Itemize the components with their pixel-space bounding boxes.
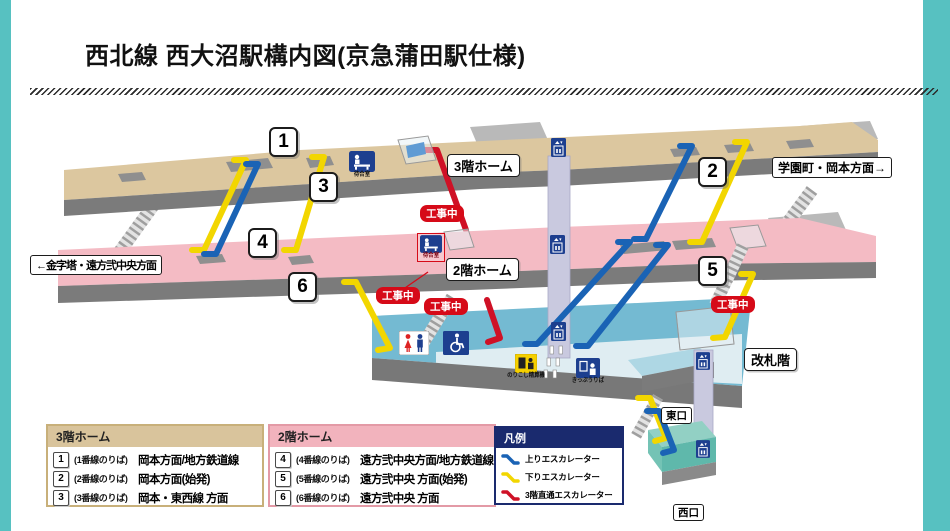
construction-badge-3: 工事中	[424, 298, 468, 315]
row-destination: 遠方弐中央 方面	[360, 492, 440, 505]
wheelchair-icon	[443, 331, 469, 355]
glass-box-2f-center	[443, 228, 475, 251]
row-destination: 遠方弐中央方面/地方鉄道線	[360, 454, 494, 467]
row-track: (5番線のりば)	[296, 474, 350, 484]
elevator-icon	[551, 322, 566, 341]
exit-label-west: 西口	[673, 504, 704, 521]
platform-badge-5: 5	[698, 256, 727, 286]
row-destination: 岡本方面/地方鉄道線	[138, 454, 239, 467]
stairs-3f-right	[771, 186, 818, 241]
floor-label-gate: 改札階	[744, 348, 798, 371]
right-border-bar	[923, 0, 950, 531]
fare-adjustment-machine: のりこし精算機	[505, 354, 547, 380]
info-box-floor3-header: 3階ホーム	[48, 426, 262, 447]
row-badge: 5	[275, 470, 291, 487]
stairs-east-exit	[631, 394, 663, 439]
up-escalator-icon	[501, 453, 520, 465]
accessible-restroom	[443, 331, 469, 355]
row-badge: 1	[53, 451, 69, 468]
legend-header: 凡例	[496, 428, 622, 448]
info-box-floor2-header: 2階ホーム	[270, 426, 494, 447]
waiting-room-caption: 待合室	[422, 253, 440, 259]
table-row: 3 (3番線のりば) 岡本・東西線 方面	[53, 488, 257, 507]
left-border-bar	[0, 0, 11, 531]
title-divider	[30, 88, 938, 95]
legend-label: 下りエスカレーター	[525, 472, 600, 482]
glass-box-3f	[397, 135, 437, 165]
legend-box: 凡例 上りエスカレーター 下りエスカレーター 3階直通エスカレーター	[494, 426, 624, 505]
legend-label: 上りエスカレーター	[525, 454, 600, 464]
table-row: 2 (2番線のりば) 岡本方面(始発)	[53, 469, 257, 488]
waiting-room-icon	[420, 235, 442, 253]
floor-label-2f: 2階ホーム	[446, 258, 519, 281]
ticket-office-icon	[575, 358, 600, 378]
row-destination: 岡本・東西線 方面	[138, 492, 228, 505]
row-track: (4番線のりば)	[296, 455, 350, 465]
table-row: 6 (6番線のりば) 遠方弐中央 方面	[275, 488, 489, 507]
row-destination: 遠方弐中央 方面(始発)	[360, 473, 468, 486]
escalator-up-concourse-a	[522, 239, 633, 347]
row-track: (6番線のりば)	[296, 493, 350, 503]
ticket-office-caption: きっぷうりば	[571, 378, 604, 384]
direction-label-east: 学園町・岡本方面→	[772, 157, 893, 178]
row-track: (2番線のりば)	[74, 474, 128, 484]
legend-item: 3階直通エスカレーター	[496, 486, 622, 504]
elevator-icon	[696, 440, 710, 458]
elevator-2f	[550, 235, 565, 254]
legend-item: 上りエスカレーター	[496, 450, 622, 468]
legend-label: 3階直通エスカレーター	[525, 490, 613, 500]
platform-badge-4: 4	[248, 228, 277, 258]
construction-badge-1: 工事中	[420, 205, 464, 222]
direction-label-west: ←金字塔・遠方弐中央方面	[30, 255, 162, 275]
row-badge: 3	[53, 489, 69, 506]
fare-machine-icon	[515, 354, 537, 373]
elevator-icon	[696, 352, 710, 370]
page-title: 西北線 西大沼駅構内図(京急蒲田駅仕様)	[85, 43, 526, 70]
row-destination: 岡本方面(始発)	[138, 473, 210, 486]
construction-badge-4: 工事中	[711, 296, 755, 313]
platform-badge-3: 3	[309, 172, 338, 202]
elevator-3f	[551, 138, 566, 157]
elevator-west-street	[696, 440, 710, 458]
row-track: (3番線のりば)	[74, 493, 128, 503]
legend-item: 下りエスカレーター	[496, 468, 622, 486]
table-row: 5 (5番線のりば) 遠方弐中央 方面(始発)	[275, 469, 489, 488]
back-wall-shapes	[470, 121, 878, 236]
construction-badge-2: 工事中	[376, 287, 420, 304]
info-box-floor2: 2階ホーム 4 (4番線のりば) 遠方弐中央方面/地方鉄道線 5 (5番線のりば…	[268, 424, 496, 507]
info-box-floor3: 3階ホーム 1 (1番線のりば) 岡本方面/地方鉄道線 2 (2番線のりば) 岡…	[46, 424, 264, 507]
direct-escalator-icon	[501, 489, 520, 501]
row-badge: 6	[275, 489, 291, 506]
waiting-room-3f: 待合室	[349, 151, 375, 179]
fare-adjustment-caption: のりこし精算機	[507, 373, 545, 379]
waiting-room-2f-frame: 待合室	[417, 233, 445, 262]
waiting-room-caption: 待合室	[353, 172, 371, 178]
ticket-office: きっぷうりば	[570, 358, 606, 385]
elevator-icon	[551, 138, 566, 157]
elevator-concourse	[551, 322, 566, 341]
row-badge: 4	[275, 451, 291, 468]
escalator-up-concourse-b	[573, 242, 671, 349]
escalator-down-3f-center	[281, 154, 327, 253]
table-row: 1 (1番線のりば) 岡本方面/地方鉄道線	[53, 450, 257, 469]
waiting-room-icon	[349, 151, 375, 172]
floor-label-3f: 3階ホーム	[447, 154, 520, 177]
exit-label-east: 東口	[661, 407, 692, 424]
restroom	[399, 331, 429, 355]
elevator-icon	[550, 235, 565, 254]
platform-badge-6: 6	[288, 272, 317, 302]
table-row: 4 (4番線のりば) 遠方弐中央方面/地方鉄道線	[275, 450, 494, 469]
platform-badge-1: 1	[269, 127, 298, 157]
restroom-icon	[399, 331, 429, 355]
escalator-direct-3f-lower	[484, 297, 503, 345]
escalator-down-3f-left	[189, 157, 249, 253]
row-badge: 2	[53, 470, 69, 487]
glass-box-2f-right	[729, 224, 767, 250]
platform-badge-2: 2	[698, 157, 727, 187]
elevator-east-upper	[696, 352, 710, 370]
down-escalator-icon	[501, 471, 520, 483]
stairs-3f-left	[107, 192, 166, 265]
escalator-up-3f-right	[631, 143, 695, 242]
row-track: (1番線のりば)	[74, 455, 128, 465]
